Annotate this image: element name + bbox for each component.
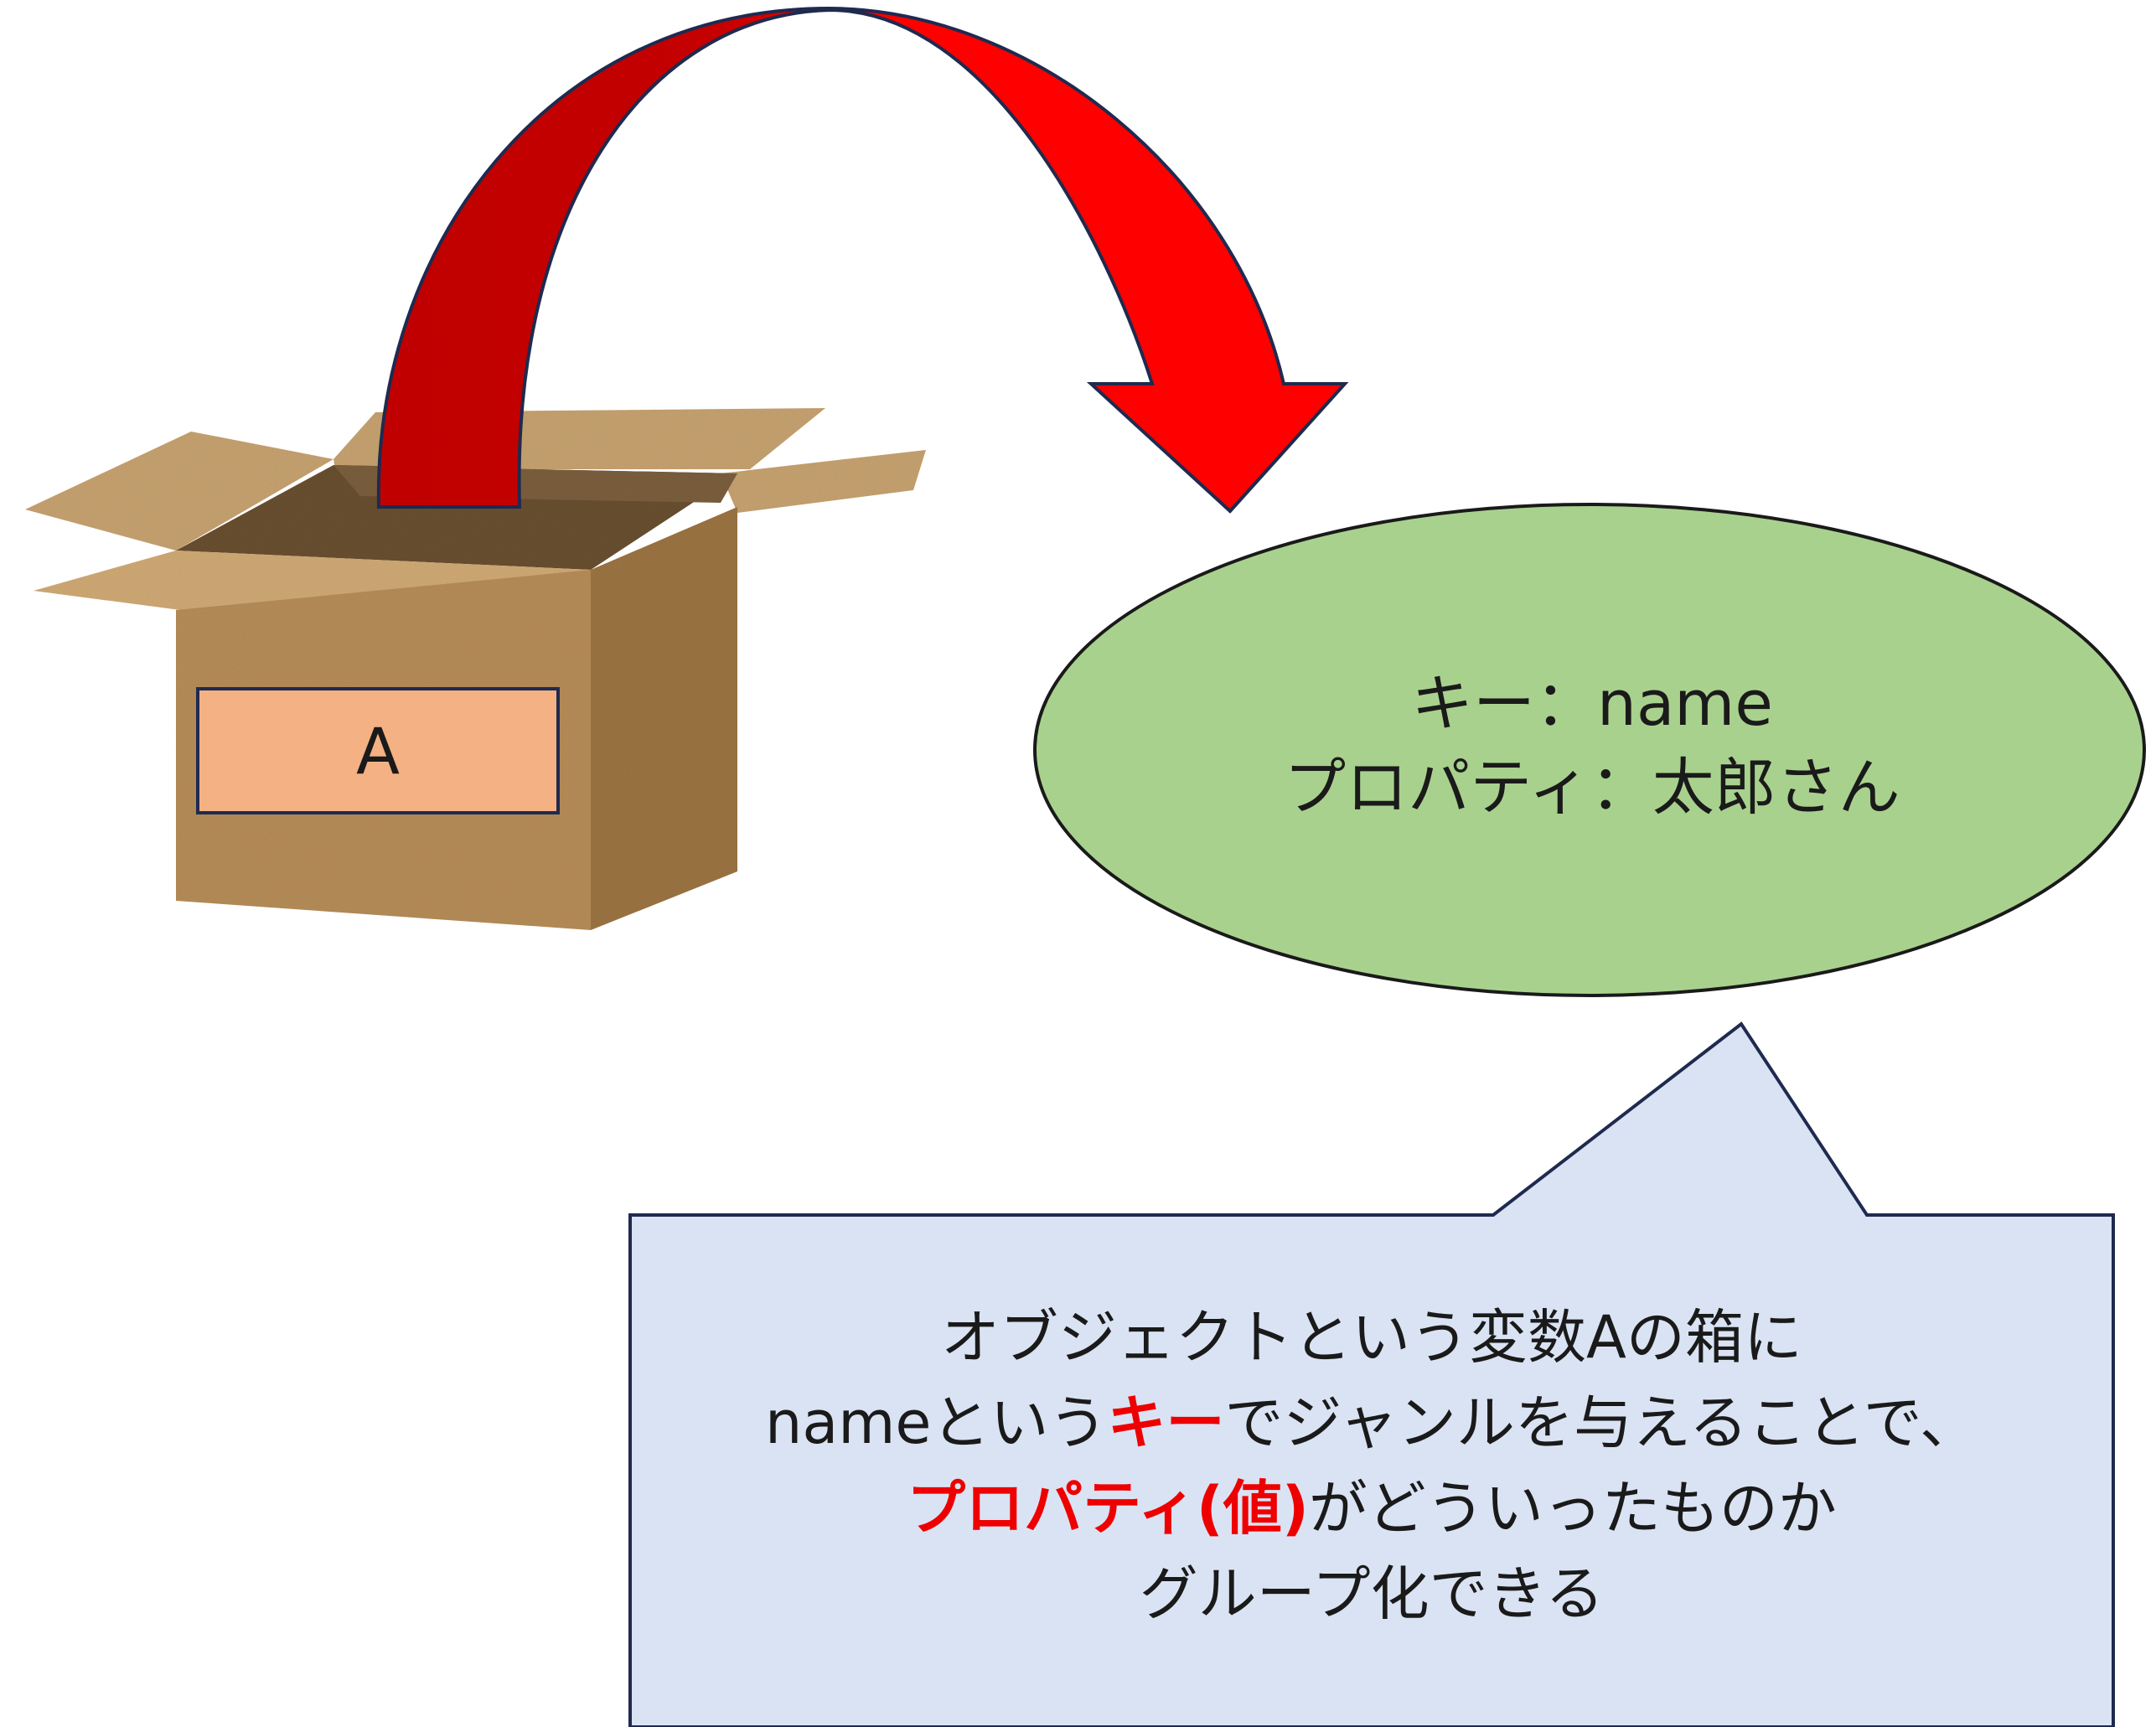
callout-line-2-post: でジャンルを与えることで、 — [1224, 1388, 1979, 1457]
callout-line-1: オブジェクトという変数Aの箱に — [941, 1303, 1802, 1372]
callout-line-2-pre: nameという — [764, 1388, 1108, 1457]
ellipse-label: キー：name プロパティ：太郎さん — [1039, 662, 2145, 830]
arrow-body — [376, 6, 1349, 514]
ellipse-property-line: プロパティ：太郎さん — [1284, 752, 1900, 824]
callout-key-emphasis: キー — [1107, 1388, 1225, 1457]
callout-line-4: グループ化できる — [1139, 1559, 1605, 1628]
box-side-face — [591, 507, 737, 930]
box-label-rect — [196, 687, 560, 814]
callout-line-3: プロパティ(値)がどういったものか — [630, 1466, 2113, 1551]
callout-line-3-post: がどういったものか — [1308, 1474, 1837, 1543]
ellipse-shape — [1033, 503, 2146, 997]
box-label: A — [356, 713, 400, 789]
callout-line-2: nameというキーでジャンルを与えることで、 — [630, 1380, 2113, 1466]
curved-arrow-icon — [376, 6, 1349, 514]
box-left-flap — [25, 432, 333, 551]
callout-shape — [628, 1021, 2115, 1727]
ellipse-key-line: キー：name — [1411, 668, 1773, 740]
callout-property-emphasis: プロパティ(値) — [907, 1474, 1309, 1543]
box-right-flap — [721, 450, 926, 513]
callout-text: オブジェクトという変数Aの箱に nameというキーでジャンルを与えることで、 プ… — [630, 1295, 2113, 1637]
